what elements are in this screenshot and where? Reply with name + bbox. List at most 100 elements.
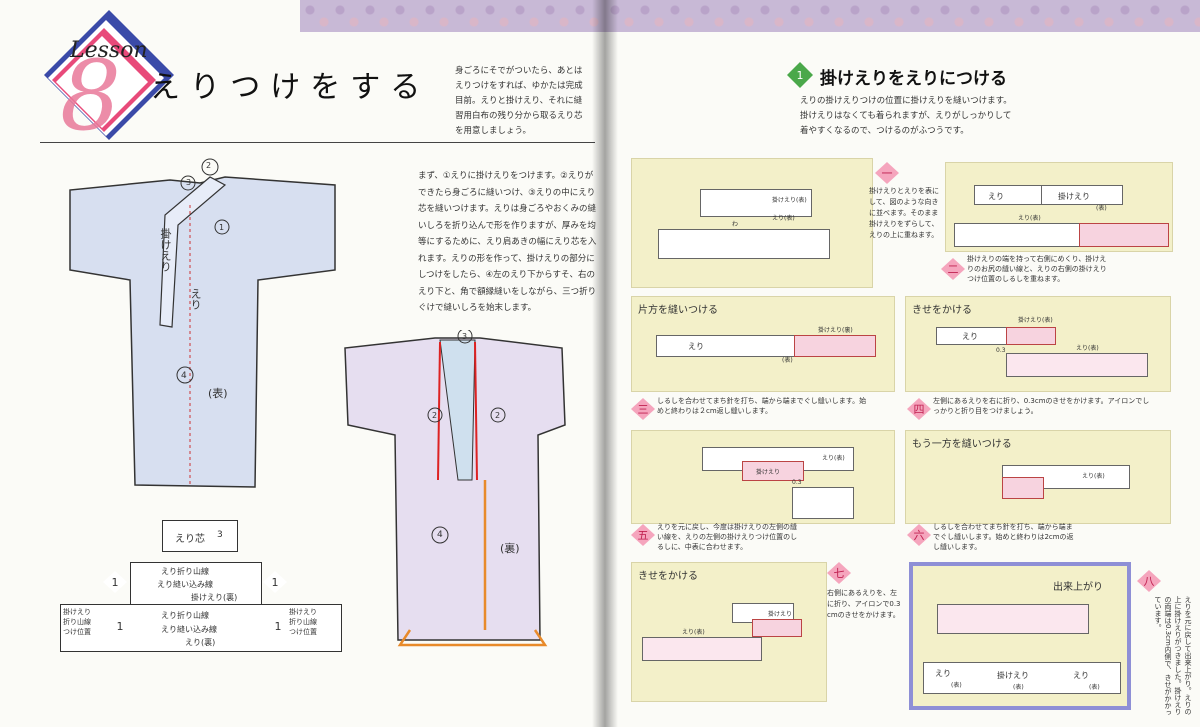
kimono-back-illustration (344, 330, 566, 647)
strip-right-label: つけ位置 (289, 628, 317, 636)
caption-line: に折り、アイロンで0.3 (827, 600, 901, 608)
caption-line: cmのきせをかけます。 (827, 611, 900, 619)
step-caption: しるしを合わせてまち針を打ち、端から端までぐし縫いします。始 めと終わりは２cm… (657, 396, 866, 416)
lbl-03: 0.3 (996, 347, 1006, 354)
label-eri: えり (189, 288, 202, 310)
label-ura: (裏) (500, 542, 520, 555)
finished-top-strip (937, 604, 1089, 634)
strip-right-label: 折り山線 (289, 618, 317, 626)
eri-strip (642, 637, 762, 661)
lbl-eri: えり (962, 332, 978, 341)
lesson-word: Lesson (70, 38, 148, 63)
lbl-omote: (表) (782, 357, 793, 364)
body-text: まず、①えりに掛けえりをつけます。②えりが できたら身ごろに縫いつけ、③えりの中… (418, 168, 596, 317)
step-panel-5: 掛けえり えり(表) 0.3 (631, 430, 895, 524)
page-title: えりつけをする (150, 70, 431, 105)
lbl-omote: (表) (1089, 684, 1100, 691)
intro-line: 習用白布の残り分から取るえり芯 (455, 111, 583, 121)
caption-line: えりを元に戻し、今度は掛けえりの左側の縫 (657, 523, 797, 531)
erishin-num: 3 (217, 530, 223, 540)
num-4: 4 (437, 530, 443, 540)
erishin-box: えり芯 3 (162, 520, 238, 552)
caption-line: めと終わりは２cm返し縫いします。 (657, 407, 772, 415)
body-line: ぐけで縫いしろを始末します。 (418, 303, 537, 313)
body-line: 芯を縫いつけます。えりは身ごろやおくみの縫 (418, 204, 596, 214)
detail-inset (792, 487, 854, 519)
step-badge: 一 (875, 162, 899, 184)
lesson-logo (44, 10, 174, 140)
caption-line: しるしを合わせてまち針を打ち、端から端ま (933, 523, 1073, 531)
eri-strip (974, 185, 1046, 205)
step-panel-6: もう一方を縫いつける えり(表) (905, 430, 1171, 524)
diamond-num-icon: 1 (108, 615, 132, 637)
caption-line: しるしを合わせてまち針を打ち、端から端までぐし縫いします。始 (657, 397, 867, 405)
strip-line-3: えり(裏) (185, 638, 216, 647)
label-omote: (表) (208, 387, 228, 400)
lbl-eri: えり(表) (1082, 473, 1105, 480)
caption-line: し縫いします。 (933, 543, 982, 551)
step-badge: 五 (631, 524, 655, 546)
strip-line-2: えり縫い込み線 (161, 625, 217, 634)
lbl-kakeeri: 掛けえり(表) (772, 197, 807, 204)
caption-line: るしに、中表に合わせます。 (657, 543, 748, 551)
body-line: まず、①えりに掛けえりをつけます。②えりが (418, 171, 594, 181)
strip-line-1: えり折り山線 (161, 611, 209, 620)
body-line: しつけをしたら、④左のえり下からすそ、右の (418, 270, 595, 280)
right-page: 1 掛けえりをえりにつける えりの掛けえりつけの位置に掛けえりを縫いつけます。 … (605, 0, 1200, 727)
lbl-kakeeri: 掛けえり(表) (1018, 317, 1053, 324)
lbl-wa: わ (732, 221, 739, 228)
caption-line: っかりと折り目をつけましょう。 (933, 407, 1038, 415)
panel-header: きせをかける (638, 571, 698, 582)
book-gutter (592, 0, 618, 727)
intro-line: 目前。えりと掛けえり、それに縫 (455, 96, 583, 106)
step-badge: 三 (631, 398, 655, 420)
lbl-eri: えり (1073, 671, 1089, 680)
num-4: 4 (181, 371, 187, 381)
num-2: 2 (495, 411, 501, 420)
strip-left-label: 掛けえり (63, 608, 91, 616)
strip-line-1: えり折り山線 (161, 567, 209, 576)
caption-line: 左側にあるえりを右に折り、0.3cmのきせをかけます。アイロンでし (933, 397, 1150, 405)
step-badge: 六 (907, 524, 931, 546)
caption-line: い線を、えりの左側の掛けえりつけ位置のし (657, 533, 798, 541)
step-caption: えりを元に戻し、今度は掛けえりの左側の縫 い線を、えりの左側の掛けえりつけ位置の… (657, 522, 797, 552)
caption-line: でぐし縫いします。始めと終わりは2cmの返 (933, 533, 1074, 541)
kakeeri-strip (742, 461, 804, 481)
eri-strip (1006, 353, 1148, 377)
intro-line: 着やすくなるので、つけるのがふつうです。 (800, 126, 969, 136)
step-caption: しるしを合わせてまち針を打ち、端から端ま でぐし縫いします。始めと終わりは2cm… (933, 522, 1074, 552)
lesson-number: 8 (60, 40, 122, 152)
left-page: Lesson 8 えりつけをする 身ごろにそでがついたら、あとは えりつけをすれ… (0, 0, 605, 727)
lbl-eri: えり(表) (682, 629, 705, 636)
title-rule (40, 142, 595, 143)
caption-line: 掛けえりとえりを表に (869, 187, 939, 195)
erishin-label: えり芯 (175, 534, 205, 545)
lbl-kakeeri: 掛けえり(裏) (818, 327, 853, 334)
eri-strip (954, 223, 1081, 247)
num-3: 3 (186, 178, 192, 187)
step-panel-4: きせをかける えり 掛けえり(表) えり(表) 0.3 (905, 296, 1171, 392)
num-3: 3 (462, 332, 468, 341)
eri-strip (656, 335, 798, 357)
lbl-omote: (表) (1013, 684, 1024, 691)
caption-line: つけ位置のしるしを重ねます。 (967, 275, 1065, 283)
lbl-kakeeri: 掛けえり (768, 611, 793, 618)
lbl-eri: えり(表) (822, 455, 845, 462)
lbl-kakeeri: 掛けえり (756, 469, 781, 476)
step-badge: 二 (941, 258, 965, 280)
step-number-badge: 1 (787, 62, 813, 88)
intro-line: を用意しましょう。 (455, 126, 531, 136)
caption-line: 右側にあるえりを、左 (827, 589, 897, 597)
kimono-front-illustration (69, 158, 336, 488)
step-panel-7: きせをかける えり(表) 掛けえり (631, 562, 827, 702)
step-caption-vertical: えりを元に戻して出来上がり。えりの上に掛けえりがつきました。掛けえりの両端は0.… (1154, 596, 1192, 716)
step-panel-8: 出来上がり えり (表) 掛けえり (表) えり (表) (909, 562, 1131, 710)
caption-line: えりの上に重ねます。 (869, 231, 939, 239)
strip-left-label: つけ位置 (63, 628, 91, 636)
step-panel-2: えり 掛けえり (表) えり(表) (945, 162, 1173, 252)
eri-strip: 掛けえり 折り山線 つけ位置 えり折り山線 えり縫い込み線 えり(裏) 掛けえり… (60, 604, 342, 652)
lbl-omote: (表) (1096, 205, 1107, 212)
eri-strip (658, 229, 830, 259)
step-caption: 掛けえりの端を持って右側にめくり、掛けえ りのお尻の縫い線と、えりの右側の掛けえ… (967, 254, 1107, 284)
kakeeri-strip (1006, 327, 1056, 345)
